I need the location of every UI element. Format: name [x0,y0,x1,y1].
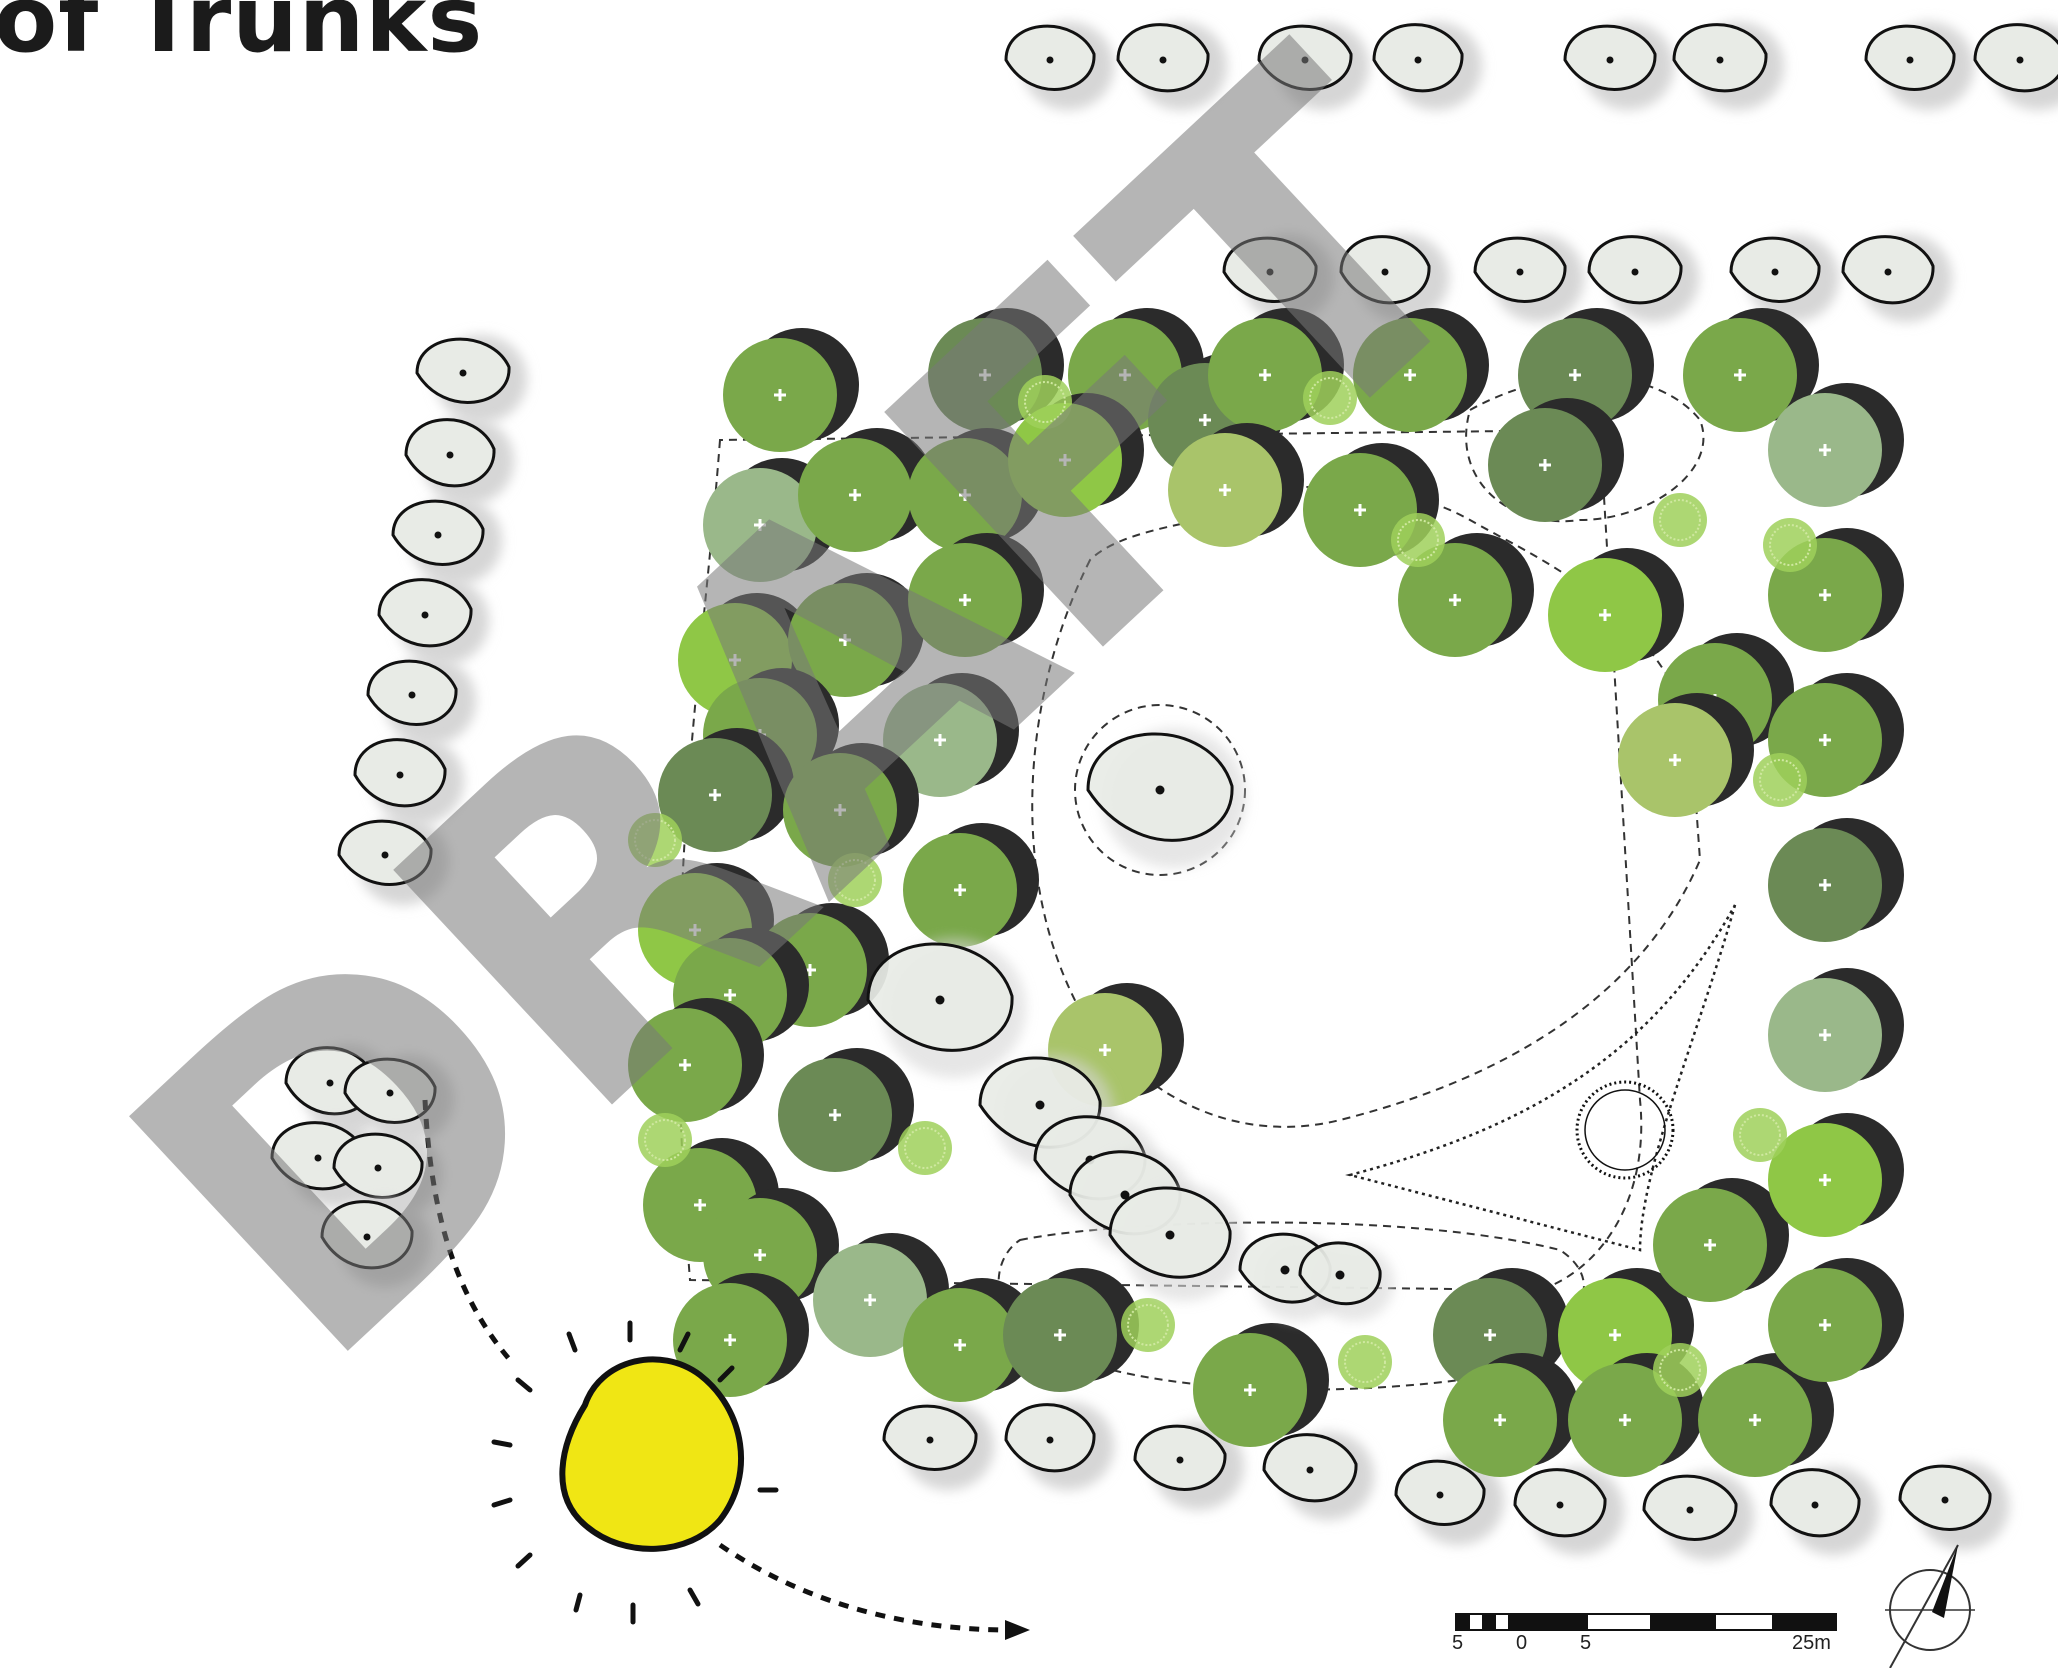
sapling [898,1121,952,1175]
trunk-tree [1257,22,1369,110]
canopy-tree [798,428,934,552]
trunk-tree [415,335,527,423]
ring-feature [1575,1080,1675,1180]
scale-bar-icon [1455,1613,1837,1631]
trunk-tree [1587,234,1699,322]
sapling [1303,371,1357,425]
trunk-tree [353,737,464,825]
canopy-tree [1548,548,1684,672]
sapling [1018,375,1072,429]
canopy-tree [628,998,764,1122]
scale-labels: 5 0 5 25m [1452,1632,1852,1662]
trunk-tree [1563,22,1674,110]
scale-label: 0 [1516,1632,1528,1654]
page-title: of Trunks [0,0,484,73]
trunk-tree [1004,1402,1114,1490]
scale-label: 5 [1580,1632,1592,1654]
canopy-tree [658,728,794,852]
trunk-tree [343,1055,454,1143]
trunk-tree [1513,1467,1624,1555]
large-tree [866,938,1026,1078]
canopy-tree [1398,533,1534,657]
trunk-tree [1729,234,1839,322]
sapling [1338,1335,1392,1389]
scale-label: 25m [1792,1632,1831,1654]
trunk-tree [1898,1462,2009,1550]
sapling [1753,753,1807,807]
sapling [828,853,882,907]
trunk-tree [1116,22,1227,110]
canopy-tree [1768,1258,1904,1382]
trunk-tree [1133,1422,1244,1510]
sapling [1121,1298,1175,1352]
large-feature-trees [866,728,1394,1321]
canopy-tree [1683,308,1819,432]
canopy-tree [928,308,1064,432]
canopy-tree [703,458,839,582]
sapling [638,1113,692,1167]
trunk-tree [337,817,449,905]
trunk-tree [391,497,502,585]
trunk-tree [1973,22,2058,110]
canopy-tree [1353,308,1489,432]
trunk-tree [332,1130,442,1218]
scale-label: 5 [1452,1632,1464,1654]
canopy-tree [1768,1113,1904,1237]
canopy-trees [628,308,1904,1477]
canopy-tree [783,743,919,867]
canopy-tree [903,1278,1039,1402]
sapling [628,813,682,867]
large-tree [1298,1241,1394,1321]
canopy-tree [1168,423,1304,547]
trunk-tree [1004,22,1114,110]
trunk-tree [377,577,489,665]
canopy-tree [778,1048,914,1172]
trunk-tree [1222,234,1334,322]
canopy-tree [723,328,859,452]
canopy-tree [1698,1353,1834,1477]
large-tree [1108,1185,1244,1301]
triangular-path [1345,904,1737,1252]
canopy-tree [908,533,1044,657]
trunk-tree [1769,1467,1879,1555]
sun-icon [491,1320,779,1625]
trunk-tree [404,417,514,505]
sapling [1763,518,1817,572]
trunk-tree [1372,22,1482,110]
canopy-tree [1618,693,1754,817]
sapling [1391,513,1445,567]
large-tree [1086,728,1246,868]
canopy-tree [1003,1268,1139,1392]
trunk-tree [882,1402,994,1490]
trunk-tree [320,1199,431,1287]
canopy-tree [883,673,1019,797]
trunk-tree [1841,234,1952,322]
canopy-tree [1768,968,1904,1092]
trunk-trees [270,22,2058,1560]
trunk-tree [1262,1432,1374,1520]
trunk-tree [366,657,476,745]
trunk-tree [1473,234,1584,322]
canopy-tree [1653,1178,1789,1302]
canopy-tree [1768,383,1904,507]
canopy-tree [1193,1323,1329,1447]
trunk-tree [1642,1472,1754,1560]
canopy-tree [1488,398,1624,522]
trunk-tree [1672,22,1784,110]
sapling [1733,1108,1787,1162]
north-arrow-icon [1885,1544,1975,1668]
canopy-tree [903,823,1039,947]
sapling [1653,1343,1707,1397]
canopy-tree [1443,1353,1579,1477]
trunk-tree [1339,234,1449,322]
trunk-tree [1864,22,1974,110]
canopy-tree [1768,818,1904,942]
sapling [1653,493,1707,547]
canopy-tree [788,573,924,697]
canopy-tree [673,1273,809,1397]
trunk-tree [1394,1457,1504,1545]
